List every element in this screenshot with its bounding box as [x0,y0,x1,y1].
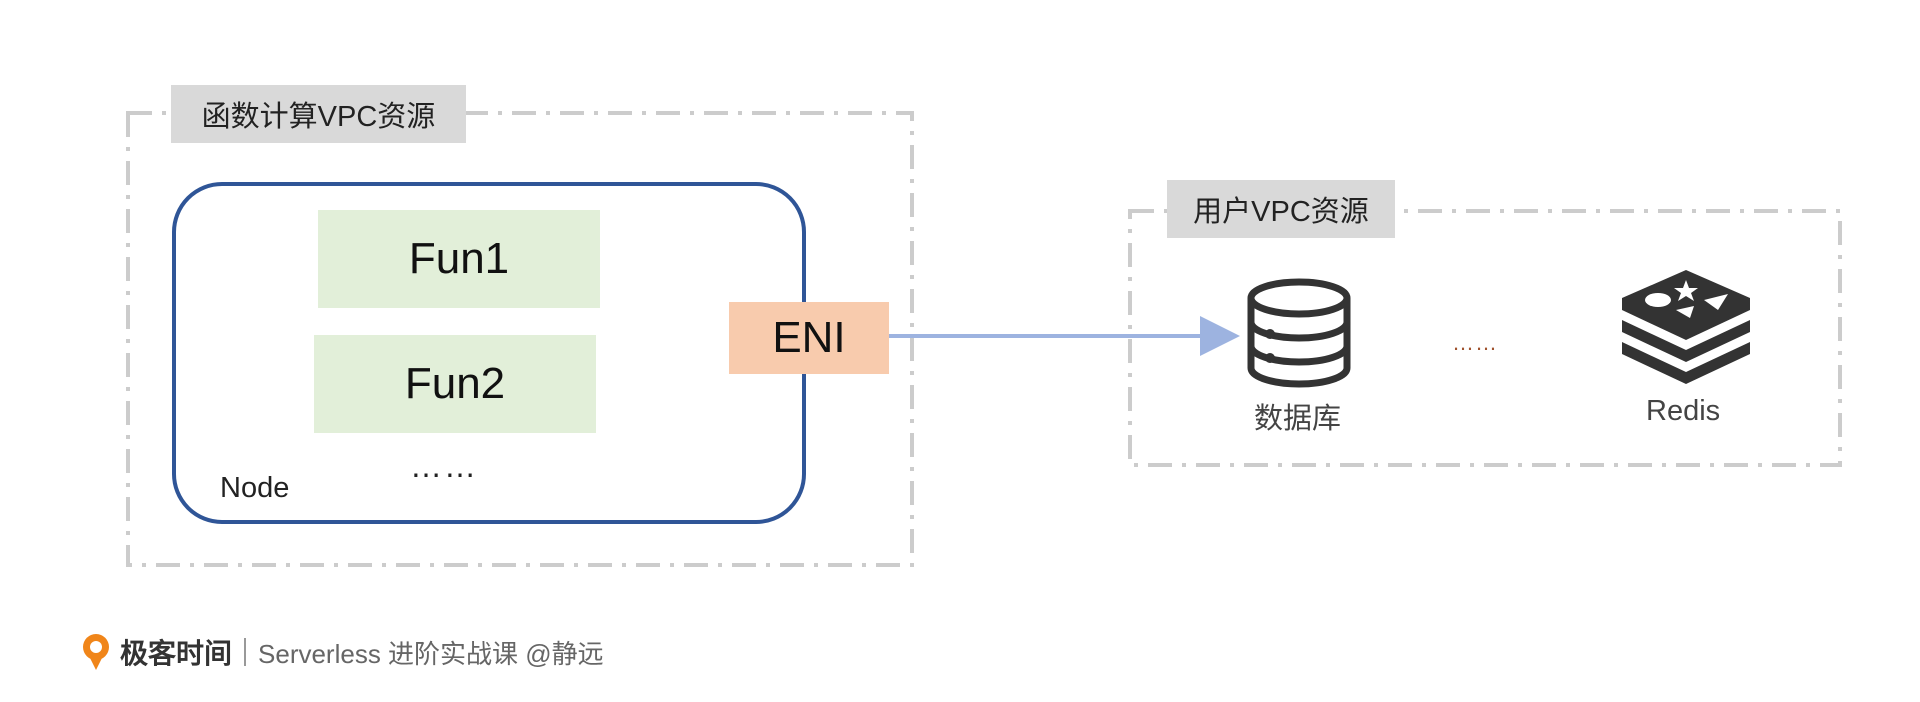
brand-logo-icon [83,634,109,670]
user-vpc-title: 用户VPC资源 [1167,180,1395,238]
database-label: 数据库 [1254,403,1342,435]
database-icon [1247,278,1351,388]
footer-divider [244,638,247,666]
user-vpc-ellipsis: …… [1452,330,1498,355]
course-credit: Serverless 进阶实战课 @静远 [258,638,604,669]
node-ellipsis: …… [410,448,478,484]
node-label: Node [220,472,290,504]
function-box-fun1: Fun1 [318,210,600,308]
redis-label: Redis [1646,395,1721,427]
brand-name: 极客时间 [120,638,233,669]
footer: 极客时间 Serverless 进阶实战课 @静远 [80,632,604,672]
function-box-fun2: Fun2 [314,335,596,433]
fc-vpc-group-border [126,111,914,567]
fc-vpc-title: 函数计算VPC资源 [171,85,466,143]
redis-icon [1622,270,1750,384]
user-vpc-group-border [1128,209,1842,467]
eni-box: ENI [729,302,889,374]
